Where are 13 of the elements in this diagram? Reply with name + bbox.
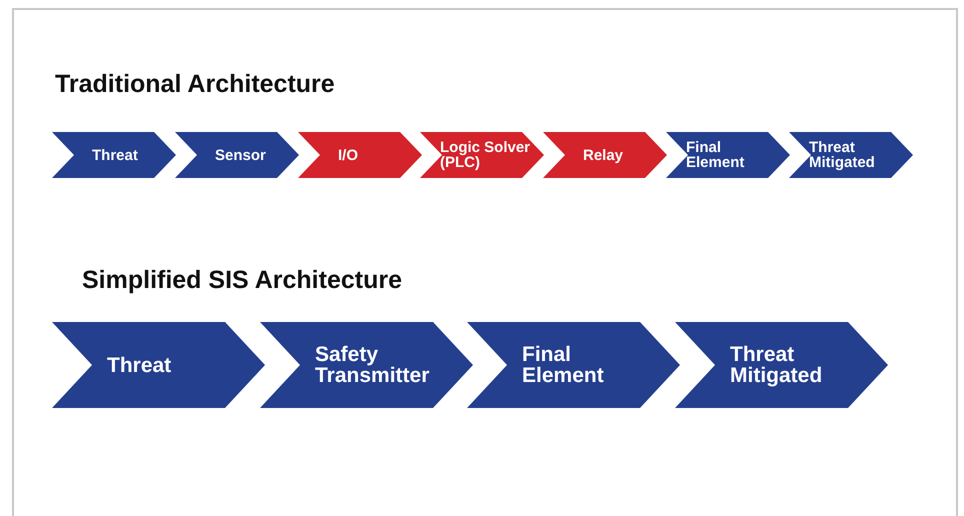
step-label: Threat — [107, 354, 172, 376]
step-label: Final Element — [686, 140, 746, 170]
step-label: Threat Mitigated — [730, 344, 824, 386]
step-label: Logic Solver (PLC) — [440, 140, 532, 170]
step-label: I/O — [338, 148, 358, 162]
step-label: Final Element — [522, 344, 605, 386]
section-heading: Simplified SIS Architecture — [82, 266, 402, 295]
step-label: Threat Mitigated — [809, 140, 876, 170]
step-label: Safety Transmitter — [315, 344, 430, 386]
step-label: Threat — [92, 148, 138, 162]
step-label: Sensor — [215, 148, 266, 162]
section-heading: Traditional Architecture — [55, 70, 335, 99]
step-label: Relay — [583, 148, 624, 162]
